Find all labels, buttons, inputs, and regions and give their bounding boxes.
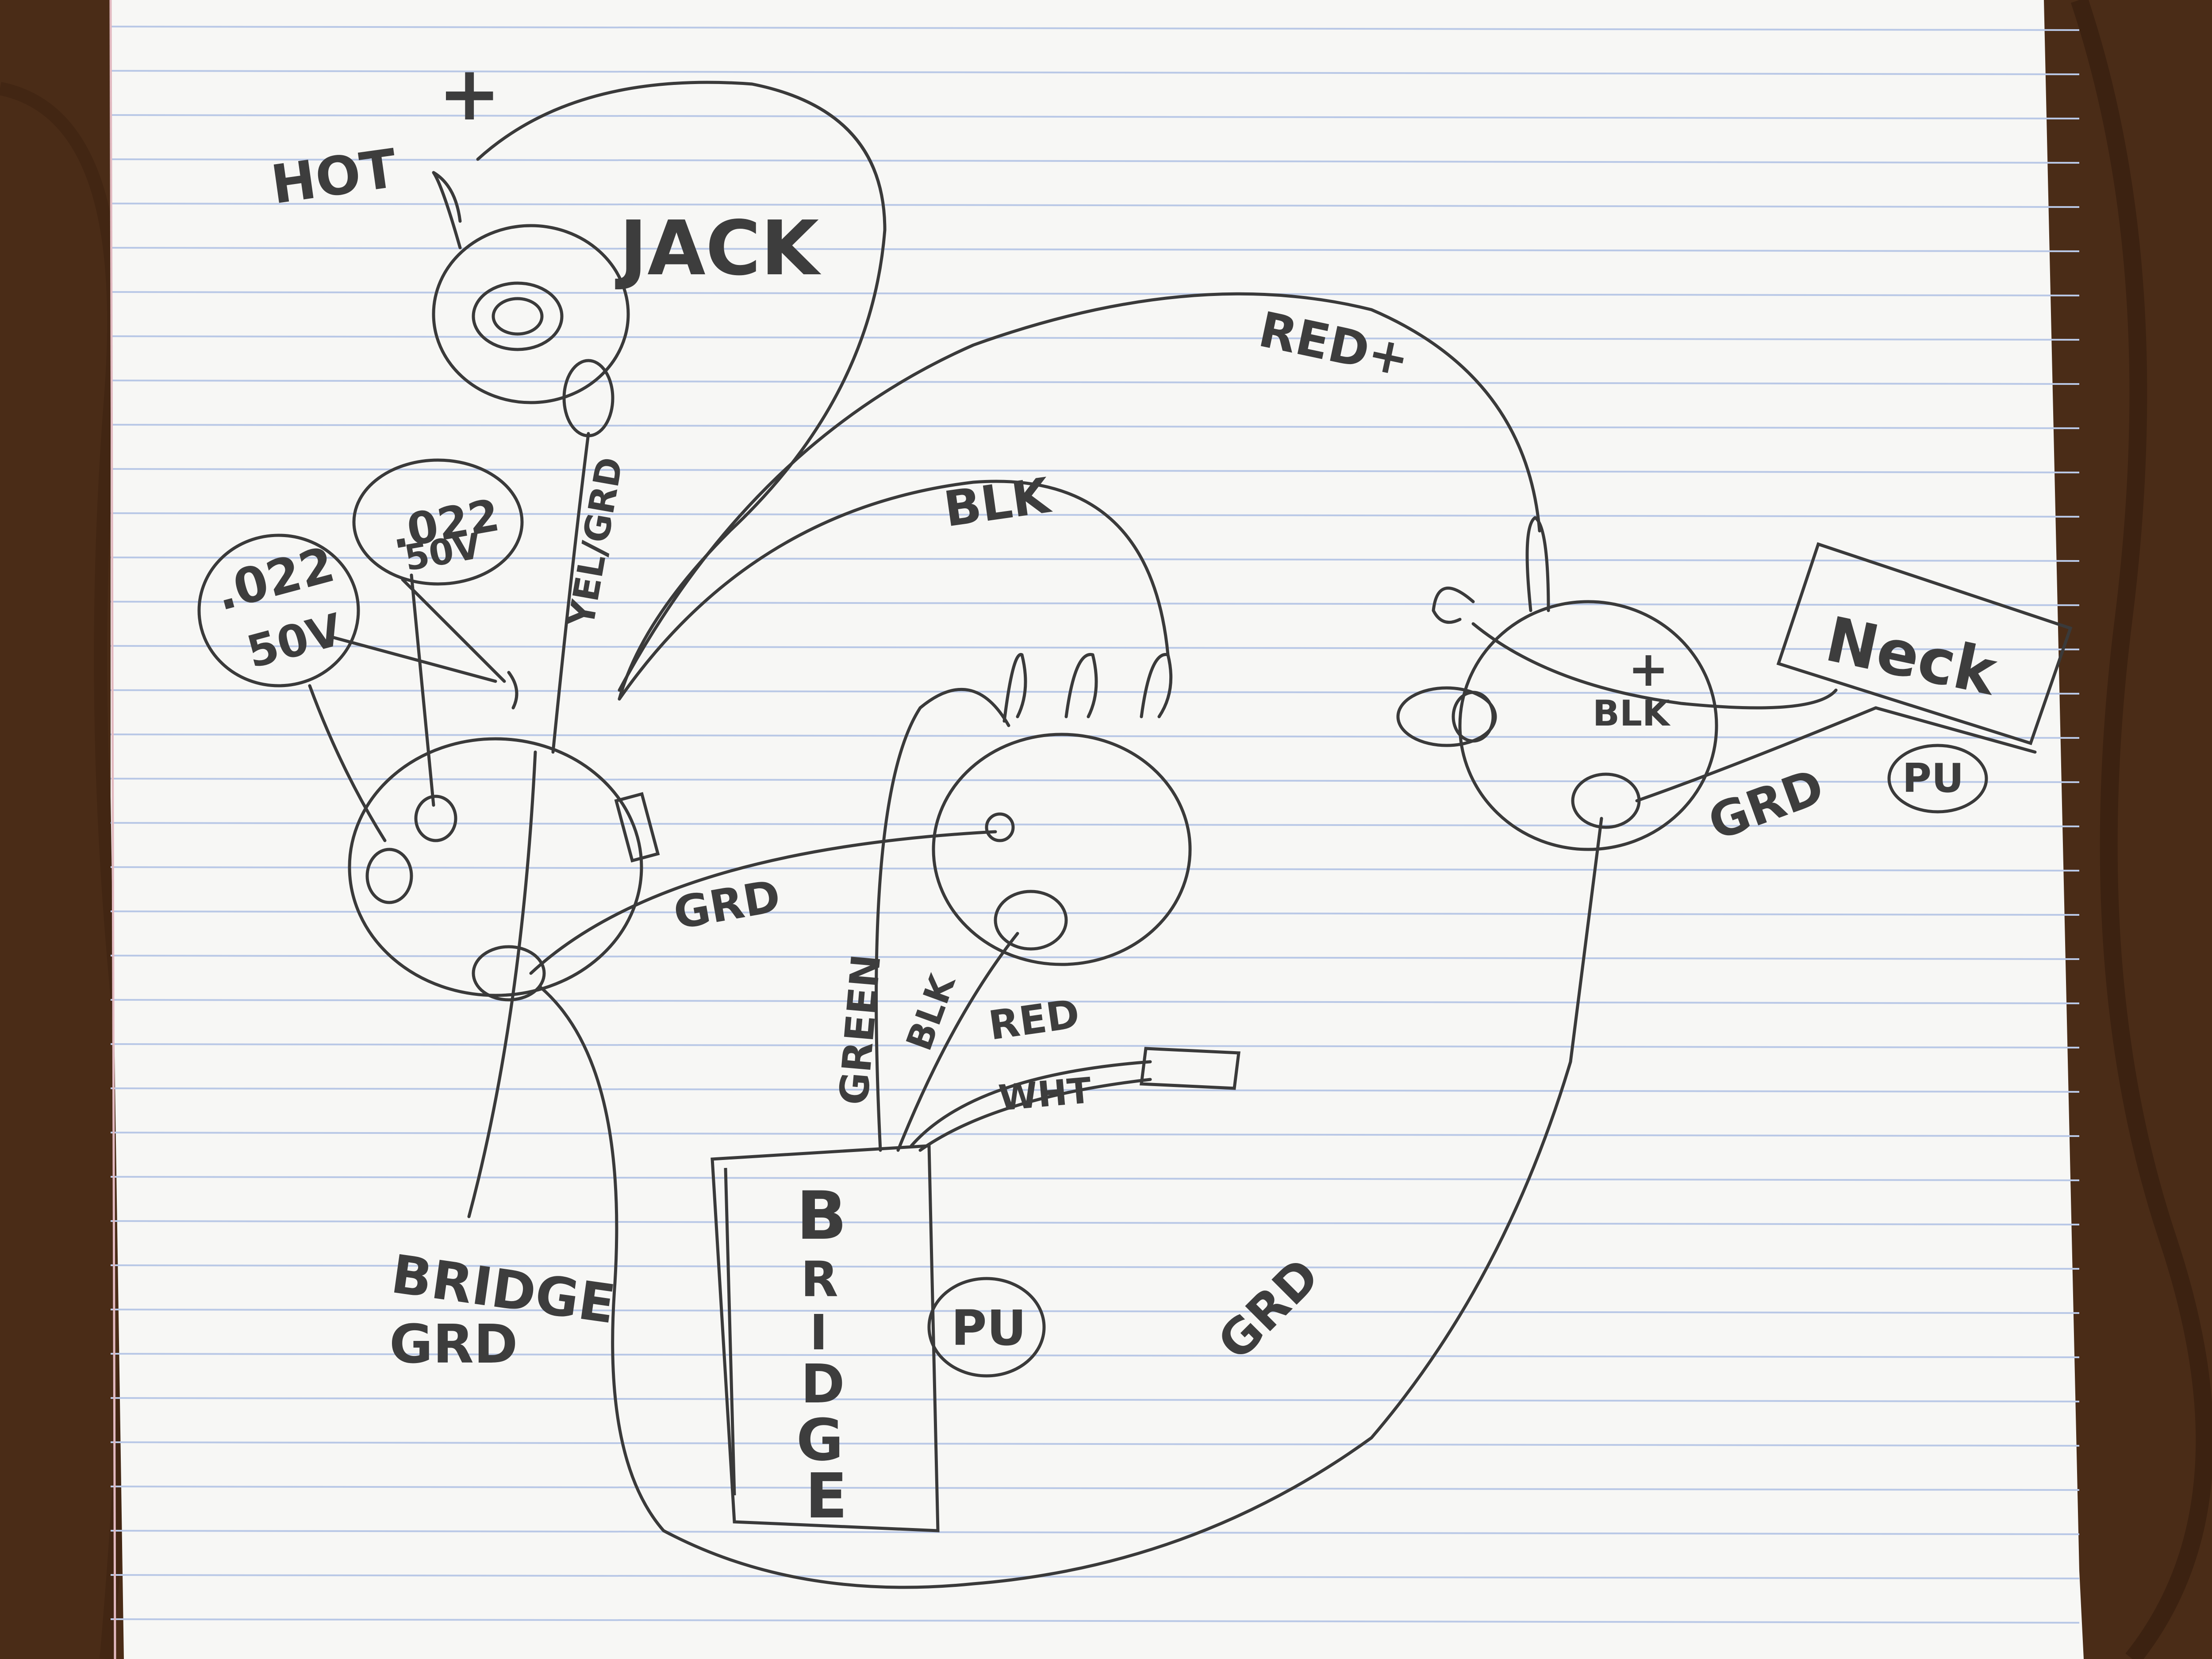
- ruled-line: [110, 1618, 2080, 1624]
- ruled-line: [110, 910, 2080, 916]
- ruled-line: [110, 1132, 2080, 1137]
- ruled-line: [110, 1264, 2080, 1270]
- label-wht: WHT: [997, 1070, 1094, 1119]
- ruled-line: [110, 955, 2080, 960]
- ruled-line: [110, 866, 2080, 872]
- ruled-lines: [110, 26, 2080, 1624]
- neck-pickup: [1776, 542, 2073, 814]
- ruled-line: [110, 645, 2080, 650]
- ruled-line: [110, 1309, 2080, 1314]
- label-pu-bridge: PU: [951, 1300, 1026, 1356]
- ruled-line: [110, 733, 2080, 739]
- label-bridge-letter-r: R: [801, 1251, 838, 1308]
- ruled-line: [110, 203, 2080, 208]
- ruled-line: [110, 1441, 2080, 1447]
- ruled-line: [110, 1220, 2080, 1225]
- label-bridge-letter-b: B: [796, 1178, 847, 1255]
- jack-component: [432, 171, 630, 438]
- label-bridge-letter-d: D: [801, 1354, 845, 1415]
- label-bridge-letter-e: E: [805, 1460, 848, 1532]
- ruled-line: [110, 1530, 2080, 1535]
- ruled-line: [110, 1397, 2080, 1402]
- ruled-line: [110, 1176, 2080, 1181]
- ruled-line: [110, 26, 2080, 31]
- bridge-pickup: [710, 1047, 1240, 1532]
- label-plus-switch: +: [1628, 641, 1669, 697]
- ruled-line: [110, 822, 2080, 827]
- ruled-line: [110, 1486, 2080, 1491]
- volume-pot: [348, 737, 660, 1002]
- ruled-line: [110, 512, 2080, 518]
- ruled-line: [110, 70, 2080, 75]
- label-bridge-grd-2: GRD: [389, 1314, 518, 1375]
- ruled-line: [110, 114, 2080, 119]
- ruled-line: [110, 158, 2080, 164]
- ruled-line: [110, 424, 2080, 429]
- ruled-line: [110, 335, 2080, 341]
- capacitor-1: [197, 534, 360, 687]
- notebook-paper: [111, 0, 2084, 1659]
- ruled-line: [110, 1353, 2080, 1358]
- ruled-line: [110, 557, 2080, 562]
- tone-pot: [932, 653, 1192, 966]
- label-pu-neck: PU: [1902, 755, 1964, 802]
- label-jack: JACK: [615, 205, 822, 292]
- label-bridge-letter-i: I: [810, 1304, 828, 1361]
- ruled-line: [110, 1043, 2080, 1048]
- labels: + HOT JACK RED+ BLK YEL/GRD .022 50V .02…: [210, 50, 2004, 1532]
- ruled-line: [110, 999, 2080, 1004]
- margin-line: [109, 0, 116, 1659]
- ruled-line: [110, 778, 2080, 783]
- ruled-line: [110, 291, 2080, 296]
- capacitor-2: [352, 458, 524, 586]
- label-bridge-letter-g: G: [796, 1406, 844, 1474]
- ruled-line: [110, 1574, 2080, 1579]
- ruled-line: [110, 468, 2080, 473]
- ruled-line: [110, 380, 2080, 385]
- ruled-line: [110, 1087, 2080, 1093]
- selector-switch: [1396, 516, 1718, 851]
- wires: [308, 81, 2037, 1589]
- label-blk-switch: BLK: [1593, 693, 1671, 734]
- ruled-line: [110, 247, 2080, 252]
- label-plus-jack: +: [438, 50, 501, 138]
- ruled-line: [110, 601, 2080, 606]
